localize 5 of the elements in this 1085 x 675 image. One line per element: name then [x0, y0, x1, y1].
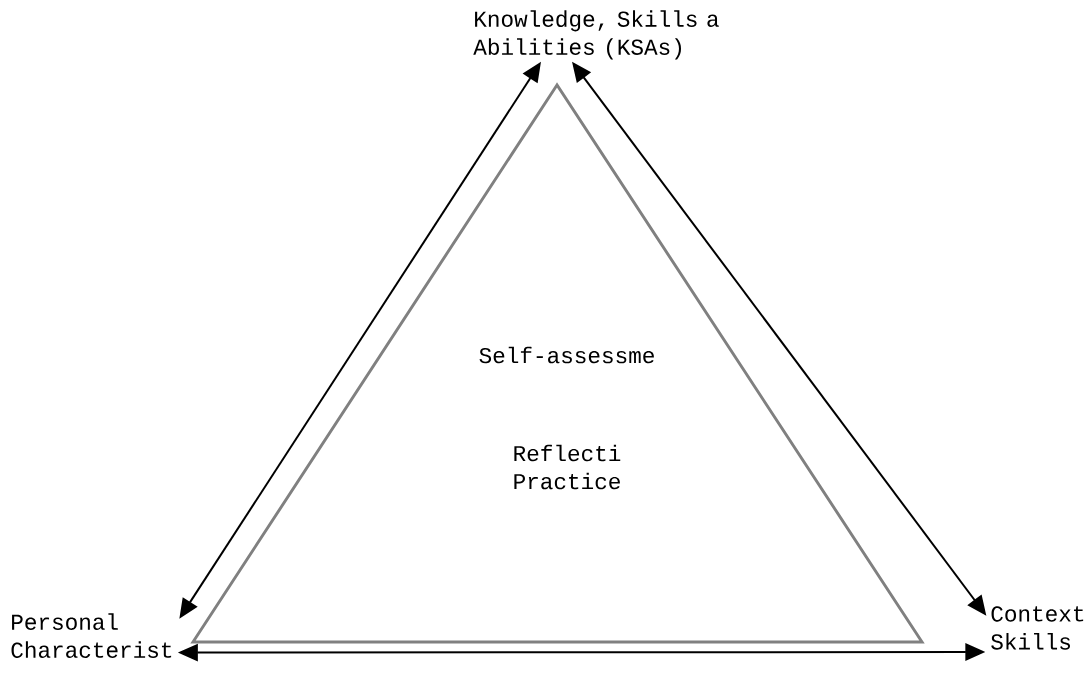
center-text: Reflecti Practice — [514, 444, 621, 490]
corner-label: Knowledge, Skills a Abilities (KSAs) — [473, 10, 719, 60]
center-text: Self-assessme — [479, 346, 654, 364]
corner-label: Personal Characterist — [11, 613, 172, 658]
corner-label: Context Skills — [991, 606, 1084, 650]
